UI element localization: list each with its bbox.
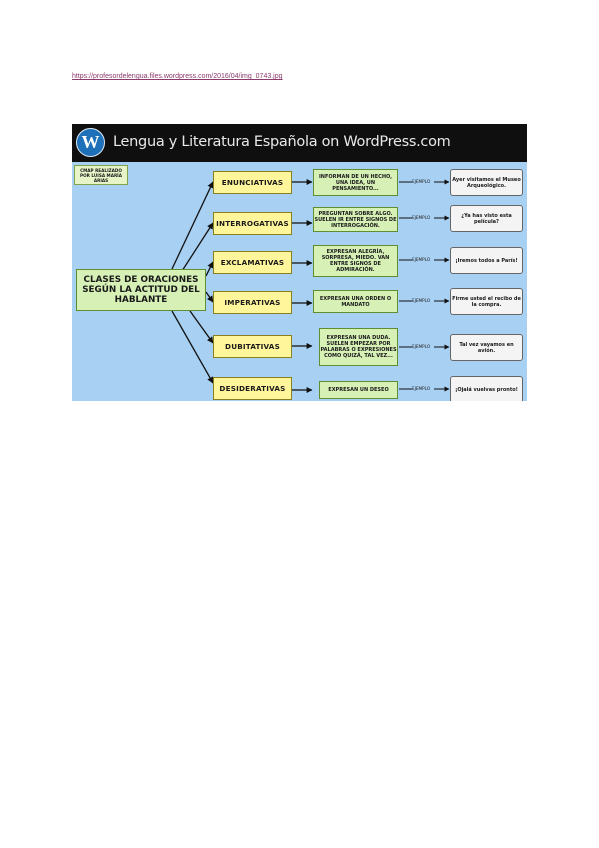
example-node: ¿Ya has visto esta película? xyxy=(450,205,523,232)
site-title: Lengua y Literatura Española on WordPres… xyxy=(113,134,451,150)
example-connector-label: EJEMPLO xyxy=(412,386,431,391)
category-node: IMPERATIVAS xyxy=(213,291,292,314)
example-node: Firme usted el recibo de la compra. xyxy=(450,288,523,315)
wordpress-header-bar: W Lengua y Literatura Española on WordPr… xyxy=(72,124,527,162)
example-connector-label: EJEMPLO xyxy=(412,257,431,262)
main-concept-node: CLASES DE ORACIONES SEGÚN LA ACTITUD DEL… xyxy=(76,269,206,311)
embedded-concept-map-image: W Lengua y Literatura Española on WordPr… xyxy=(72,124,527,401)
connector-arrows xyxy=(171,179,450,393)
example-connector-label: EJEMPLO xyxy=(412,215,431,220)
example-connector-label: EJEMPLO xyxy=(412,298,431,303)
example-connector-label: EJEMPLO xyxy=(412,344,431,349)
example-connector-label: EJEMPLO xyxy=(412,179,431,184)
map-author-credit: CMAP REALIZADO POR LUISA MARÍA ARIAS xyxy=(74,165,128,185)
example-node: ¡Ojalá vuelvas pronto! xyxy=(450,376,523,401)
example-node: ¡Iremos todos a París! xyxy=(450,247,523,274)
example-node: Ayer visitamos el Museo Arqueológico. xyxy=(450,169,523,196)
example-node: Tal vez vayamos en avión. xyxy=(450,334,523,361)
description-node: EXPRESAN UN DESEO xyxy=(319,381,398,399)
wordpress-logo-icon: W xyxy=(76,128,105,157)
category-node: INTERROGATIVAS xyxy=(213,212,292,235)
description-node: EXPRESAN ALEGRÍA, SORPRESA, MIEDO. VAN E… xyxy=(313,245,398,277)
category-node: ENUNCIATIVAS xyxy=(213,171,292,194)
description-node: INFORMAN DE UN HECHO, UNA IDEA, UN PENSA… xyxy=(313,169,398,196)
category-node: DESIDERATIVAS xyxy=(213,377,292,400)
description-node: PREGUNTAN SOBRE ALGO. SUELEN IR ENTRE SI… xyxy=(313,207,398,232)
source-image-link[interactable]: https://profesordelengua.files.wordpress… xyxy=(72,73,283,80)
description-node: EXPRESAN UNA ORDEN O MANDATO xyxy=(313,290,398,313)
category-node: DUBITATIVAS xyxy=(213,335,292,358)
description-node: EXPRESAN UNA DUDA. SUELEN EMPEZAR POR PA… xyxy=(319,328,398,366)
category-node: EXCLAMATIVAS xyxy=(213,251,292,274)
